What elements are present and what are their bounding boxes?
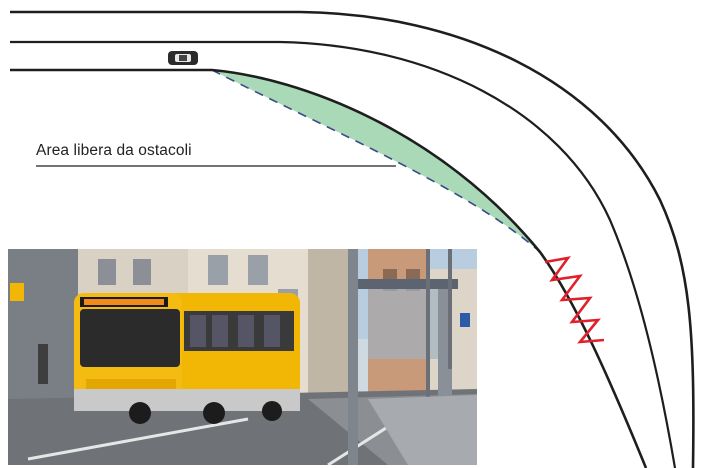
bus-stop-photo bbox=[8, 249, 477, 465]
free-area-region bbox=[212, 70, 540, 252]
bus bbox=[74, 293, 300, 424]
free-area-label: Area libera da ostacoli bbox=[36, 142, 192, 159]
zigzag-marking bbox=[544, 256, 605, 344]
road-line-middle bbox=[10, 40, 677, 468]
sight-line bbox=[211, 69, 541, 253]
bus-shelter bbox=[348, 249, 458, 465]
car-icon bbox=[168, 51, 198, 65]
road-line-inner bbox=[10, 68, 648, 468]
road-line-outer bbox=[10, 10, 695, 468]
